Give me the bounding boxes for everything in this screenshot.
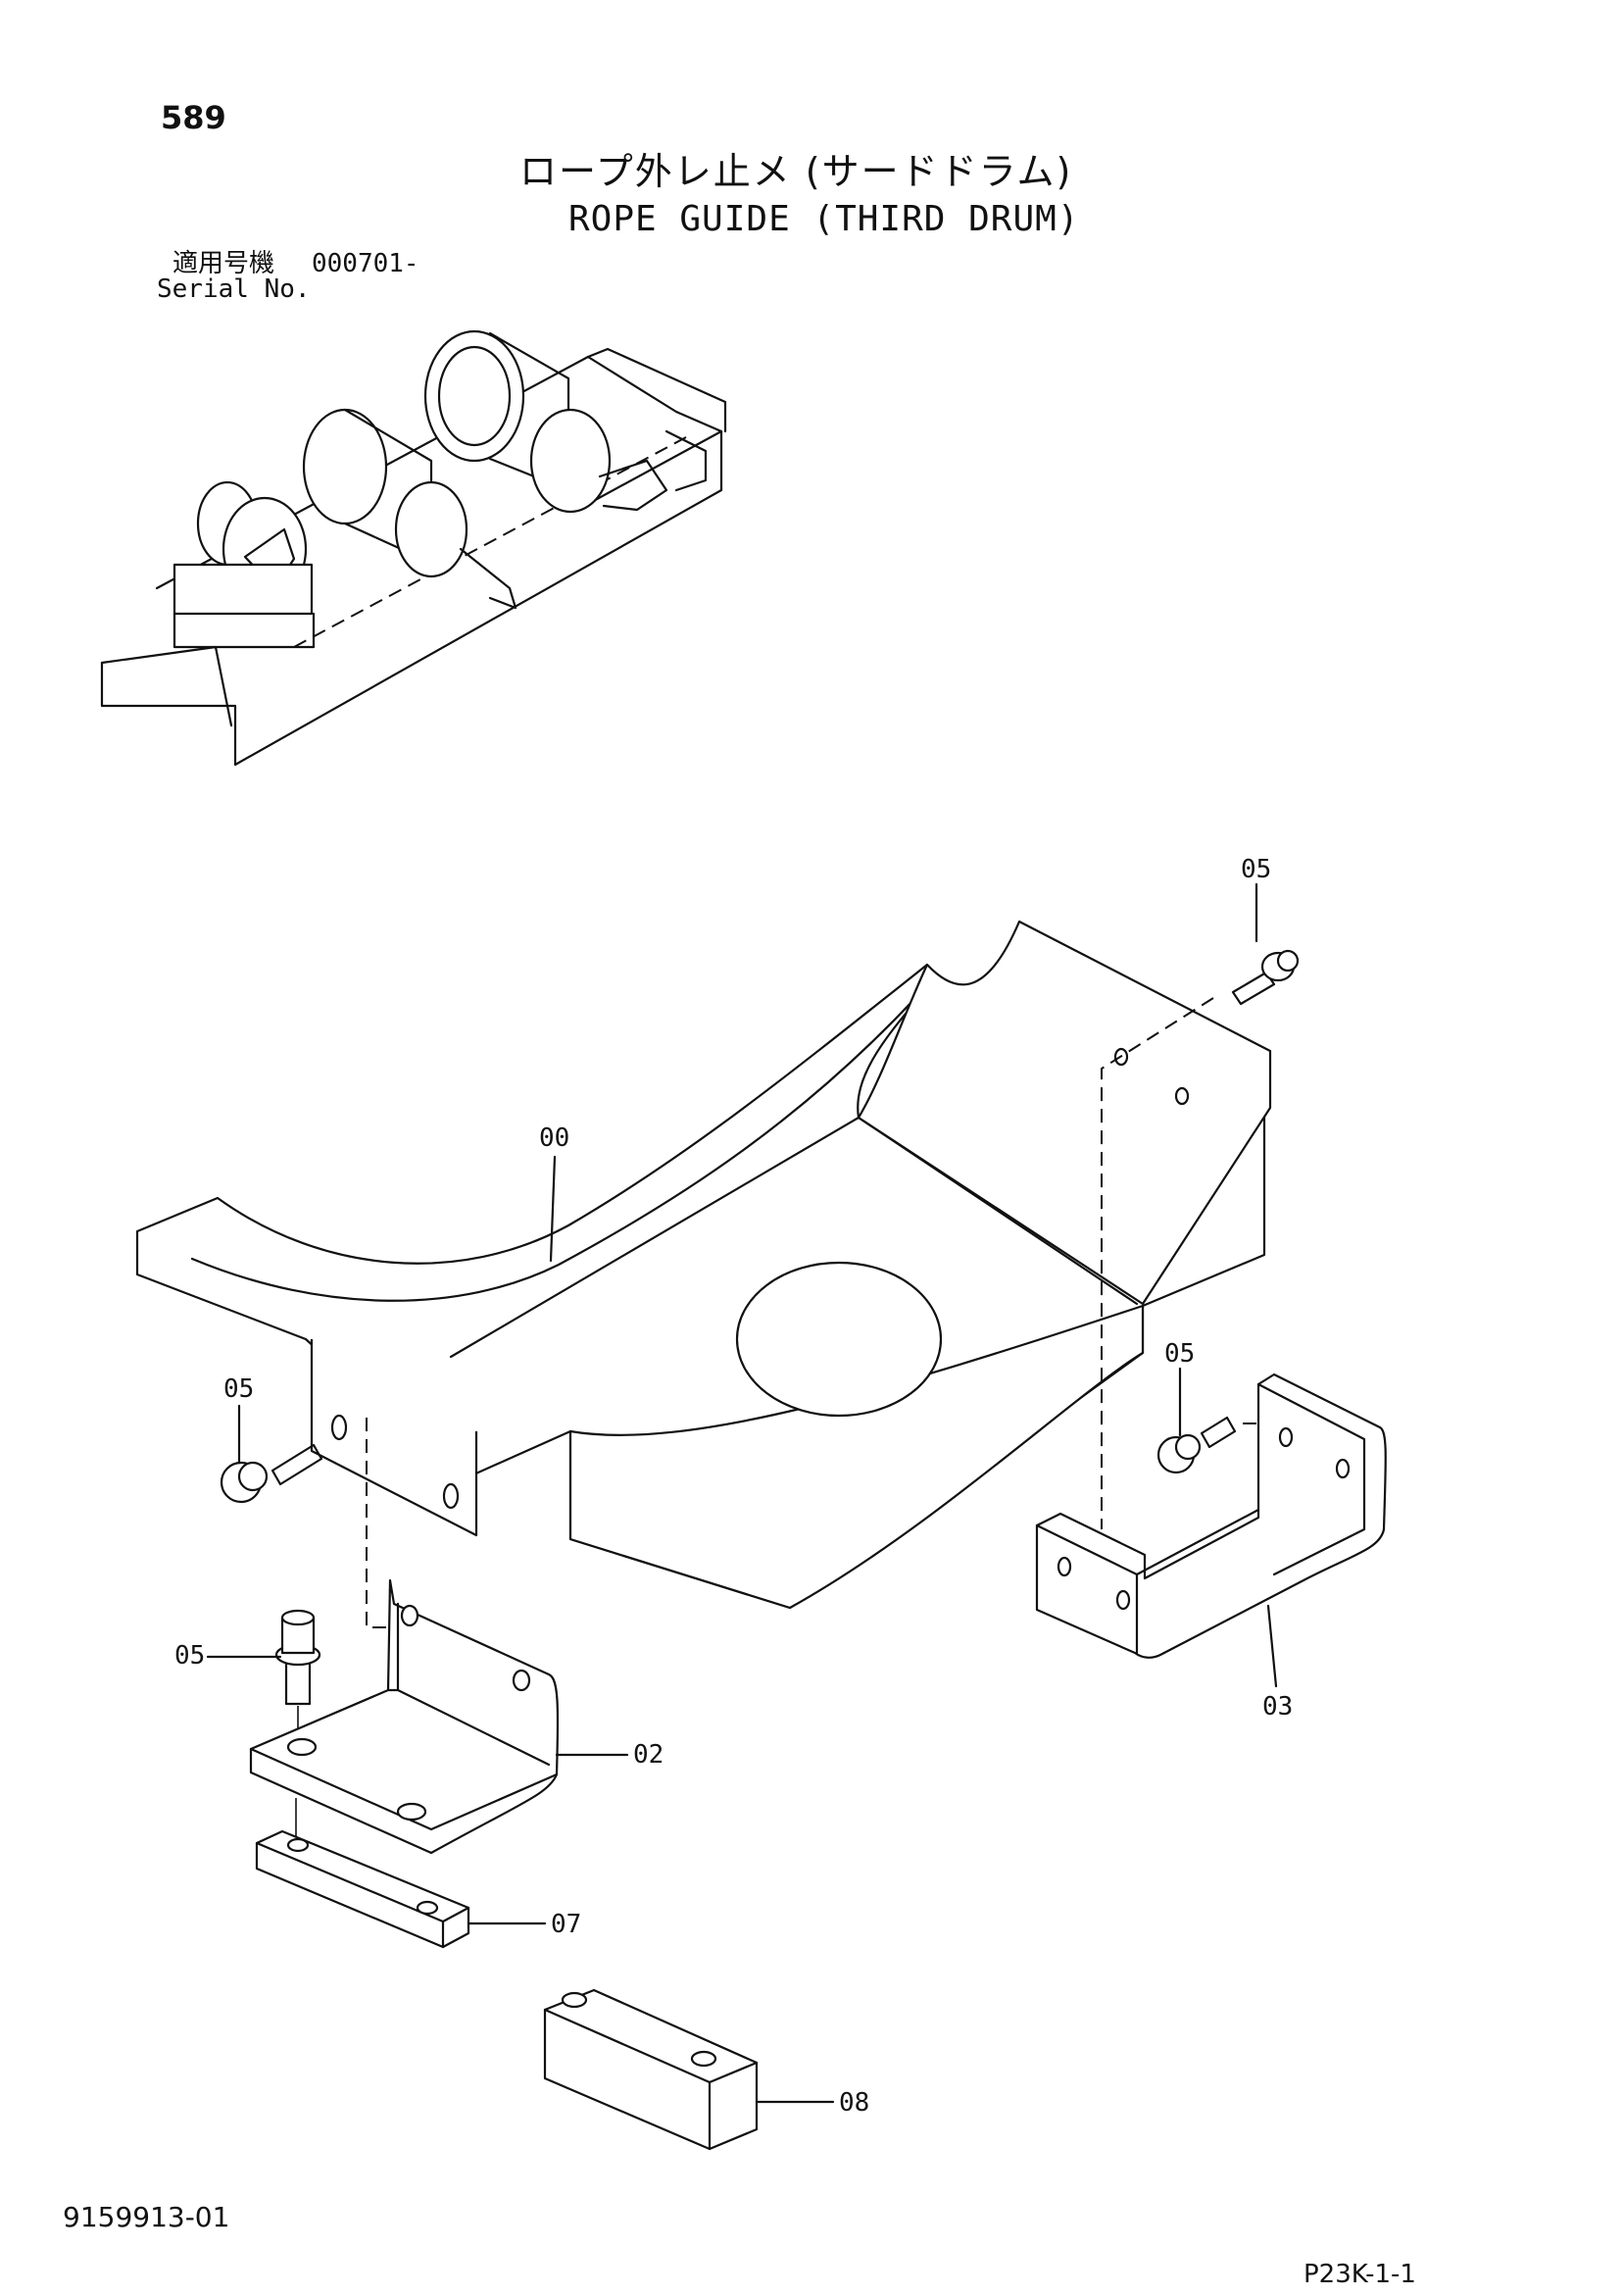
drum-large-bracket bbox=[664, 429, 708, 492]
serial-value: 000701- bbox=[312, 249, 419, 278]
drum-small-base bbox=[172, 563, 314, 616]
bracket-02-outline bbox=[249, 1578, 560, 1855]
callout-05-vertical: 05 bbox=[174, 1641, 206, 1671]
callout-02: 02 bbox=[633, 1740, 664, 1770]
bracket-03-edges bbox=[1035, 1382, 1366, 1655]
leader-03 bbox=[1266, 1604, 1278, 1688]
bracket-02-hole-lower-2 bbox=[396, 1802, 427, 1822]
title-japanese: ロープ外レ止メ (サードドラム) bbox=[519, 150, 1073, 193]
frame-hidden-line bbox=[293, 436, 687, 648]
block-08-hole-2 bbox=[690, 2050, 717, 2068]
bolt-top-right-head-top bbox=[1276, 949, 1300, 973]
bolt-top-right-shank bbox=[1231, 971, 1276, 1006]
part-07-plate bbox=[255, 1829, 547, 1949]
part-08-block bbox=[543, 1988, 835, 2151]
page-number: 589 bbox=[161, 99, 226, 136]
block-08-hole-1 bbox=[561, 1991, 588, 2009]
bolt-top-right bbox=[1231, 949, 1300, 1006]
plate-07-hole-2 bbox=[416, 1900, 439, 1916]
frame-rail-back bbox=[586, 347, 727, 433]
bracket-03-outline bbox=[1035, 1373, 1387, 1659]
left-tab-hole-2 bbox=[442, 1482, 460, 1510]
drum-large-flange-inner bbox=[437, 345, 512, 447]
main-plate-right-flange bbox=[857, 920, 1272, 1306]
serial-label-english: Serial No. bbox=[157, 275, 311, 304]
block-08-edges bbox=[543, 2008, 759, 2151]
part-00-rope-guide-plate bbox=[135, 920, 1272, 1610]
callout-00: 00 bbox=[539, 1123, 570, 1153]
bolt-right-shank bbox=[1200, 1416, 1237, 1449]
bracket-03-hole-4 bbox=[1335, 1458, 1351, 1479]
bracket-02-hole-lower-1 bbox=[286, 1737, 318, 1757]
main-plate-center-hole bbox=[735, 1261, 943, 1418]
bracket-02-hole-upper-2 bbox=[512, 1669, 531, 1692]
bracket-02-hole-upper-1 bbox=[400, 1604, 419, 1627]
flange-hole-2 bbox=[1174, 1086, 1190, 1106]
drum-large-shaft bbox=[598, 459, 668, 512]
leader-00 bbox=[549, 1155, 557, 1263]
bracket-03-hole-2 bbox=[1115, 1589, 1131, 1611]
page-code: P23K-1-1 bbox=[1303, 2260, 1416, 2289]
bolt-right bbox=[1156, 1416, 1237, 1474]
bolt-left-shank bbox=[270, 1443, 323, 1486]
block-08-outline bbox=[543, 1988, 759, 2151]
serial-label-japanese: 適用号機 bbox=[172, 249, 275, 278]
left-tab-hole-1 bbox=[330, 1414, 348, 1441]
part-02-bracket bbox=[249, 1578, 629, 1855]
document-id: 9159913-01 bbox=[63, 2201, 230, 2233]
plate-07-hole-1 bbox=[286, 1837, 310, 1853]
drum-large-flange-right bbox=[529, 408, 612, 514]
plate-07-outline bbox=[255, 1829, 470, 1949]
callout-05-left: 05 bbox=[223, 1374, 255, 1404]
overview-drum-assembly bbox=[100, 329, 727, 767]
frame-rail-end bbox=[100, 645, 233, 727]
callout-05-top: 05 bbox=[1241, 855, 1272, 884]
title-english: ROPE GUIDE (THIRD DRUM) bbox=[568, 199, 1080, 239]
main-plate-inner-curve bbox=[190, 994, 919, 1302]
drum-small-stand bbox=[172, 612, 316, 649]
main-plate-front-skirt bbox=[568, 1304, 1145, 1610]
hidden-line-bracket-03 bbox=[1243, 1423, 1274, 1462]
hidden-line-right bbox=[1101, 997, 1214, 1529]
callout-05-right: 05 bbox=[1164, 1339, 1196, 1369]
bracket-03-hole-1 bbox=[1057, 1556, 1072, 1577]
part-03-u-bracket bbox=[1035, 1373, 1387, 1688]
callout-07: 07 bbox=[551, 1910, 582, 1939]
bolt-left bbox=[220, 1443, 323, 1504]
hidden-line-left bbox=[366, 1418, 402, 1628]
callout-03: 03 bbox=[1262, 1692, 1294, 1722]
drum-middle-flange-right bbox=[394, 480, 468, 578]
callout-08: 08 bbox=[839, 2088, 870, 2118]
bracket-02-edges bbox=[249, 1602, 559, 1831]
main-plate-left-tab bbox=[310, 1339, 478, 1537]
drum-middle-shaft bbox=[459, 547, 517, 610]
bolt-vertical bbox=[274, 1609, 321, 1706]
bolt-vertical-head-top bbox=[280, 1609, 316, 1626]
bolt-left-head-top bbox=[237, 1461, 269, 1492]
plate-07-edges bbox=[255, 1841, 470, 1949]
bolt-right-head-top bbox=[1174, 1433, 1202, 1461]
bracket-03-hole-3 bbox=[1278, 1426, 1294, 1448]
